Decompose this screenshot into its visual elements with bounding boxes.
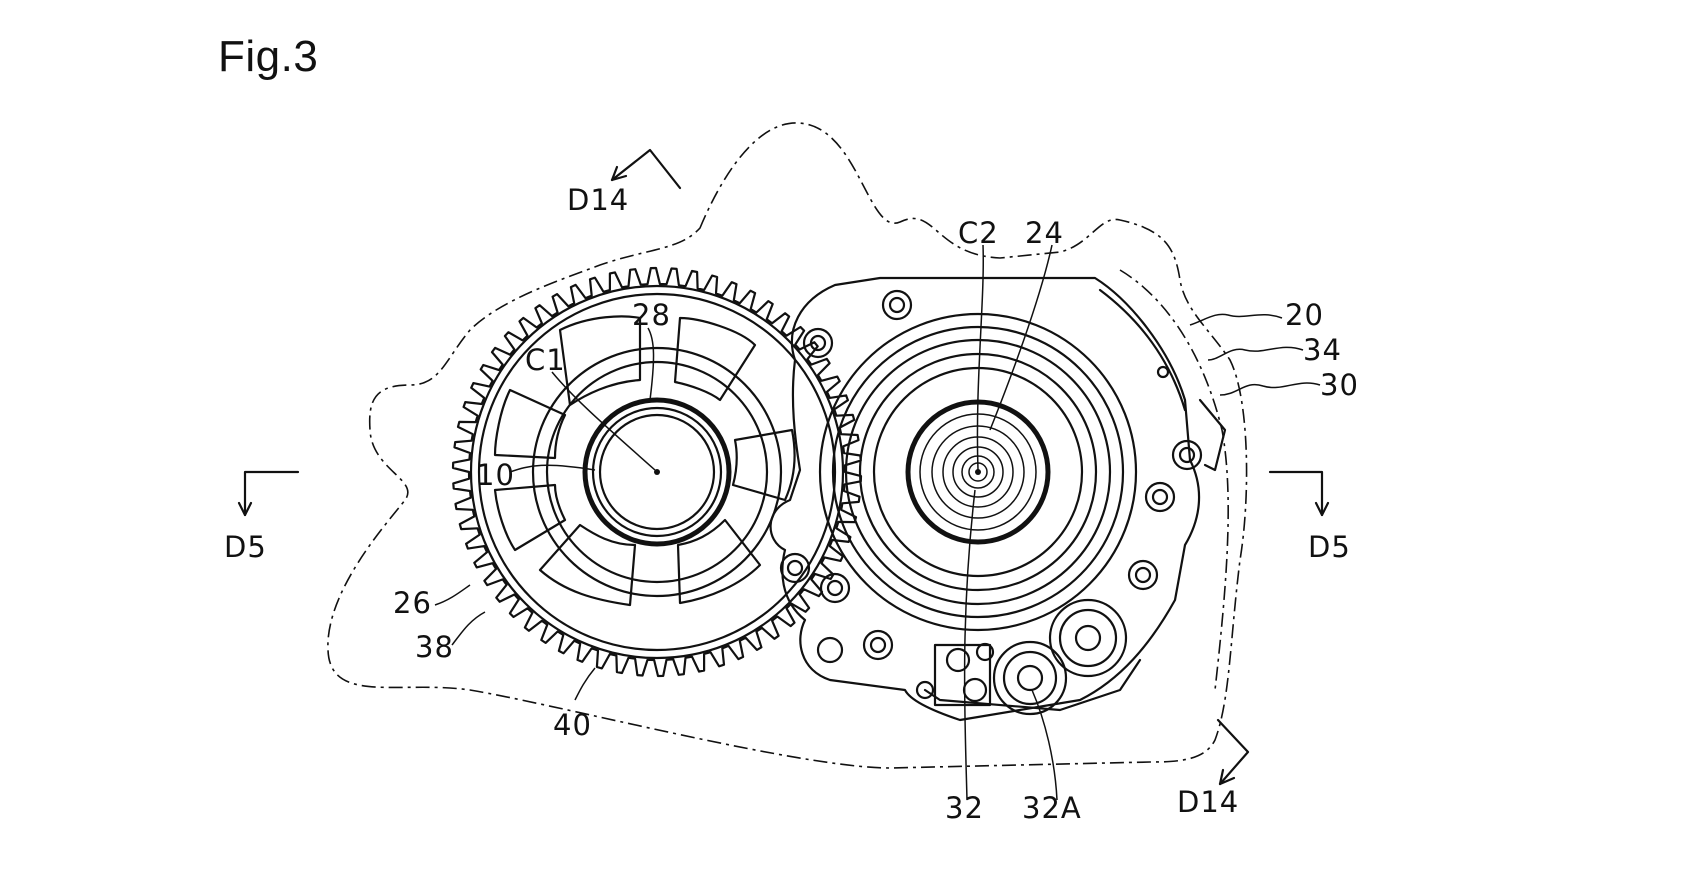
label-38: 38 bbox=[415, 630, 454, 664]
label-26: 26 bbox=[393, 586, 432, 620]
label-40: 40 bbox=[553, 708, 592, 742]
leader-30 bbox=[1219, 382, 1321, 396]
label-28: 28 bbox=[632, 298, 671, 332]
leader-40 bbox=[574, 667, 596, 701]
label-30: 30 bbox=[1320, 368, 1359, 402]
figure-title: Fig.3 bbox=[218, 32, 319, 81]
label-d5-right: D5 bbox=[1308, 530, 1351, 564]
housing-outline-20 bbox=[327, 122, 1248, 769]
leader-10 bbox=[509, 464, 596, 473]
section-arrow-d14-bottom bbox=[1216, 718, 1250, 786]
leader-20 bbox=[1189, 313, 1283, 326]
motor-housing-24 bbox=[769, 276, 1227, 722]
label-24: 24 bbox=[1025, 216, 1064, 250]
leader-24 bbox=[989, 244, 1053, 431]
leader-c2 bbox=[976, 244, 984, 471]
label-d14-top: D14 bbox=[567, 183, 629, 217]
leader-34 bbox=[1207, 346, 1304, 361]
leader-32a bbox=[1031, 689, 1058, 801]
leader-c1 bbox=[551, 371, 656, 471]
leader-32 bbox=[963, 489, 976, 801]
gear-train-32 bbox=[915, 598, 1142, 716]
label-c1: C1 bbox=[525, 343, 566, 377]
section-arrow-d5-left bbox=[237, 470, 300, 517]
label-10: 10 bbox=[476, 458, 515, 492]
leader-28 bbox=[647, 327, 655, 401]
housing-inner-line-34 bbox=[1119, 269, 1229, 691]
label-d14-bottom: D14 bbox=[1177, 785, 1239, 819]
label-34: 34 bbox=[1303, 333, 1342, 367]
gear-teeth-38 bbox=[451, 266, 863, 678]
label-32a: 32A bbox=[1022, 791, 1082, 825]
label-c2: C2 bbox=[958, 216, 999, 250]
leader-26 bbox=[434, 584, 471, 606]
label-20: 20 bbox=[1285, 298, 1324, 332]
label-32: 32 bbox=[945, 791, 984, 825]
ring-gear-26 bbox=[451, 266, 863, 678]
section-arrow-d5-right bbox=[1268, 470, 1330, 517]
label-d5-left: D5 bbox=[224, 530, 267, 564]
section-arrow-d14-top bbox=[610, 148, 682, 190]
leader-38 bbox=[451, 611, 486, 646]
